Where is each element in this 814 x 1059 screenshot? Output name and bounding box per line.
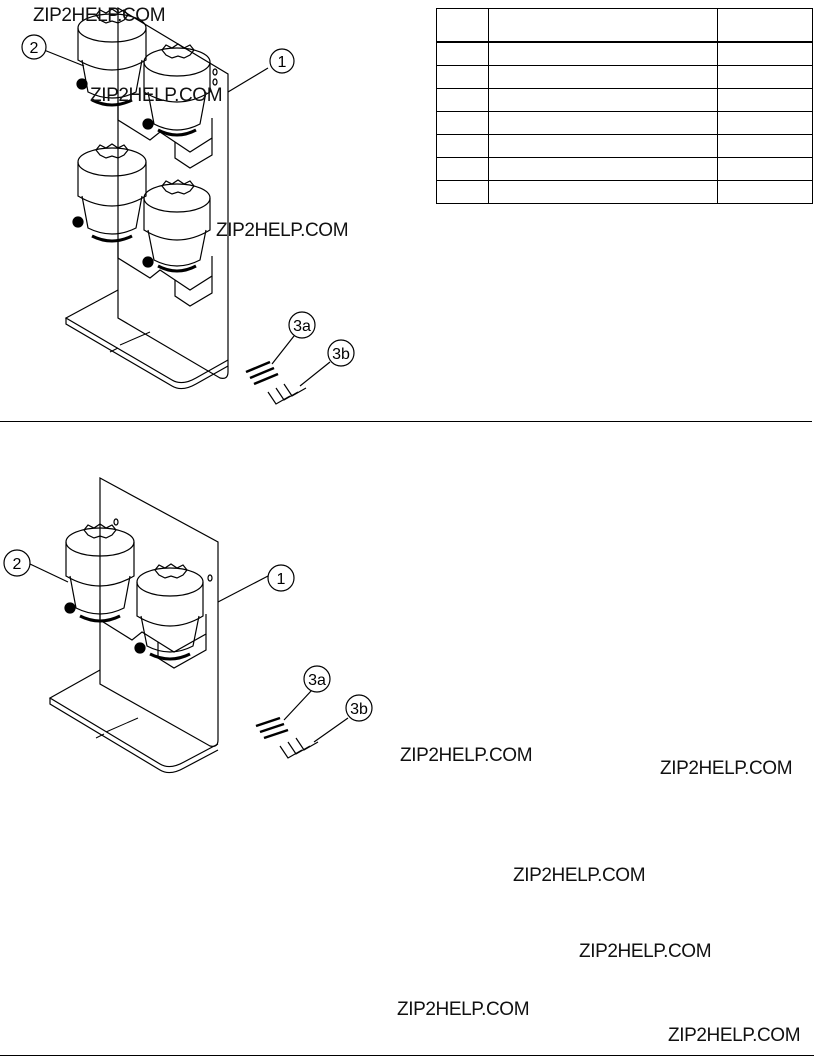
table-cell [717, 65, 813, 89]
callout-3b: 3b [327, 339, 355, 367]
anchors-3b [279, 737, 319, 759]
back-panel [99, 476, 219, 747]
table-cell [488, 134, 718, 158]
watermark: ZIP2HELP.COM [660, 758, 793, 779]
screws-3a [245, 360, 279, 386]
dispenser-right [134, 563, 204, 661]
svg-text:1: 1 [278, 54, 287, 71]
table-row [436, 88, 813, 112]
watermark: ZIP2HELP.COM [513, 865, 646, 886]
svg-text:3a: 3a [308, 672, 326, 689]
table-cell [717, 41, 813, 66]
watermark: ZIP2HELP.COM [90, 85, 223, 106]
table-cell [436, 41, 489, 66]
table-cell [717, 180, 813, 204]
table-row [436, 65, 813, 89]
table-cell [436, 88, 489, 112]
callout-3b: 3b [345, 694, 373, 722]
table-row [436, 157, 813, 181]
table-cell [488, 65, 718, 89]
section-divider [0, 421, 812, 422]
table-cell [488, 157, 718, 181]
callout-2: 2 [3, 549, 31, 577]
table-row [436, 111, 813, 135]
watermark: ZIP2HELP.COM [400, 745, 533, 766]
svg-text:3a: 3a [293, 318, 311, 335]
base-plate [48, 669, 219, 768]
header-cell [717, 8, 813, 43]
table-cell [436, 134, 489, 158]
svg-text:3b: 3b [332, 346, 350, 363]
table-row [436, 41, 813, 66]
table-cell [488, 111, 718, 135]
table-cell [717, 134, 813, 158]
rack-4-diagram: 2 1 3a 3b [21, 6, 355, 405]
watermark: ZIP2HELP.COM [668, 1025, 801, 1046]
table-cell [717, 88, 813, 112]
table-cell [488, 41, 718, 66]
anchors-3b [267, 383, 307, 405]
screws-3a [255, 716, 289, 740]
table-cell [436, 157, 489, 181]
dispenser-left [64, 523, 135, 623]
table-cell [717, 111, 813, 135]
table-cell [488, 180, 718, 204]
watermark: ZIP2HELP.COM [216, 220, 349, 241]
parts-table-header [436, 8, 813, 43]
callout-1: 1 [269, 48, 295, 74]
watermark: ZIP2HELP.COM [397, 999, 530, 1020]
dispenser-top-right [142, 43, 211, 137]
table-row [436, 180, 813, 204]
svg-text:2: 2 [30, 40, 39, 57]
back-panel [117, 6, 229, 379]
table-cell [717, 157, 813, 181]
callout-3a: 3a [303, 665, 331, 693]
table-cell [436, 111, 489, 135]
table-row [436, 134, 813, 158]
header-cell [488, 8, 718, 43]
table-cell [436, 180, 489, 204]
base-plate [64, 289, 229, 384]
table-cell [488, 88, 718, 112]
footer-divider [0, 1055, 814, 1056]
svg-text:1: 1 [277, 571, 286, 588]
parts-table [436, 8, 813, 204]
rack-2-diagram: 2 1 3a 3b [3, 476, 373, 774]
dispenser-bottom-left [72, 143, 147, 243]
watermark: ZIP2HELP.COM [579, 941, 712, 962]
callout-1: 1 [267, 564, 295, 592]
svg-text:3b: 3b [350, 701, 368, 718]
callout-2: 2 [21, 34, 47, 60]
svg-text:2: 2 [13, 556, 22, 573]
callout-3a: 3a [288, 311, 316, 339]
header-cell [436, 8, 489, 43]
watermark: ZIP2HELP.COM [33, 5, 166, 26]
table-cell [436, 65, 489, 89]
dispenser-bottom-right [142, 179, 211, 273]
